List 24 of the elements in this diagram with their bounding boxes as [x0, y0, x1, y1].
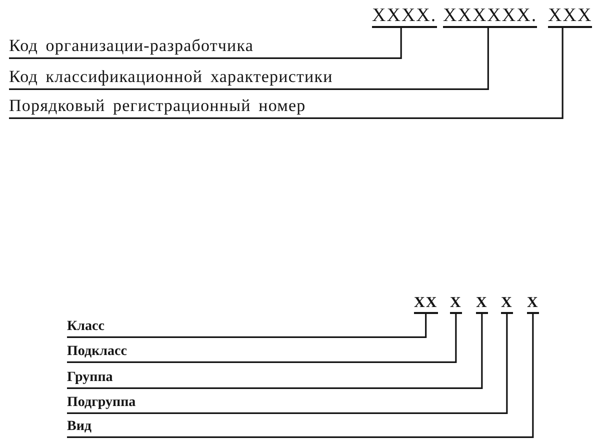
code-level-label: Подгруппа — [67, 394, 136, 414]
code-part-label: Код организации-разработчика — [9, 36, 254, 59]
code-field: ХХХ — [548, 6, 592, 28]
code-field: ХХХХХХ. — [443, 6, 538, 28]
leader-line — [67, 313, 534, 438]
leader-line — [67, 313, 427, 338]
leader-line — [9, 27, 402, 59]
code-field: Х — [501, 296, 513, 314]
code-level-label: Группа — [67, 369, 113, 389]
code-level-label: Вид — [67, 418, 92, 438]
code-part-label: Порядковый регистрационный номер — [9, 96, 306, 119]
leader-line — [67, 313, 508, 414]
code-part-label: Код классификационной характеристики — [9, 67, 333, 90]
code-level-label: Подкласс — [67, 343, 127, 363]
code-field: Х — [450, 296, 462, 314]
code-field: Х — [476, 296, 488, 314]
code-level-label: Класс — [67, 318, 104, 338]
leader-line — [67, 313, 483, 389]
code-field: Х — [527, 296, 539, 314]
leader-line — [9, 27, 489, 90]
code-field: ХХХХ. — [372, 6, 437, 28]
leader-line — [9, 27, 564, 119]
code-field: ХХ — [414, 296, 438, 314]
leader-line — [67, 313, 457, 363]
